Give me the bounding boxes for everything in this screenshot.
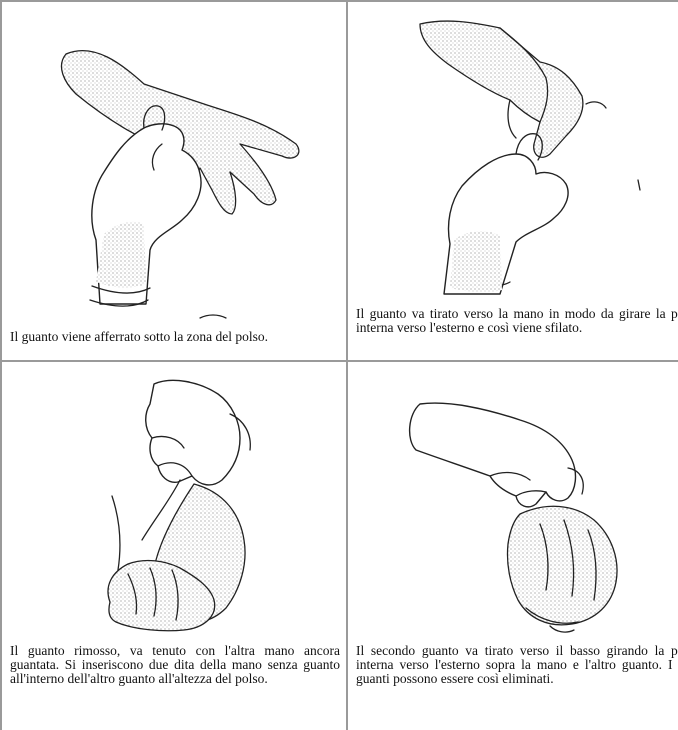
panel-3: Il guanto rimosso, va tenuto con l'altra… <box>4 364 344 730</box>
panel-1-caption: Il guanto viene afferrato sotto la zona … <box>10 330 342 344</box>
panel-1: Il guanto viene afferrato sotto la zona … <box>4 4 344 358</box>
panel-4-caption: Il secondo guanto va tirato verso il bas… <box>356 644 678 686</box>
panel-3-caption: Il guanto rimosso, va tenuto con l'altra… <box>10 644 340 686</box>
second-glove-removal-illustration <box>350 364 678 640</box>
panel-2-caption: Il guanto va tirato verso la mano in mod… <box>356 307 678 335</box>
row-divider <box>0 360 678 362</box>
hand-grasping-glove-illustration <box>4 4 344 324</box>
panel-2: Il guanto va tirato verso la mano in mod… <box>350 4 678 358</box>
glove-pulled-inside-out-illustration <box>350 4 678 304</box>
fingers-inserted-illustration <box>4 364 344 640</box>
panel-4: Il secondo guanto va tirato verso il bas… <box>350 364 678 730</box>
column-divider <box>346 0 348 730</box>
